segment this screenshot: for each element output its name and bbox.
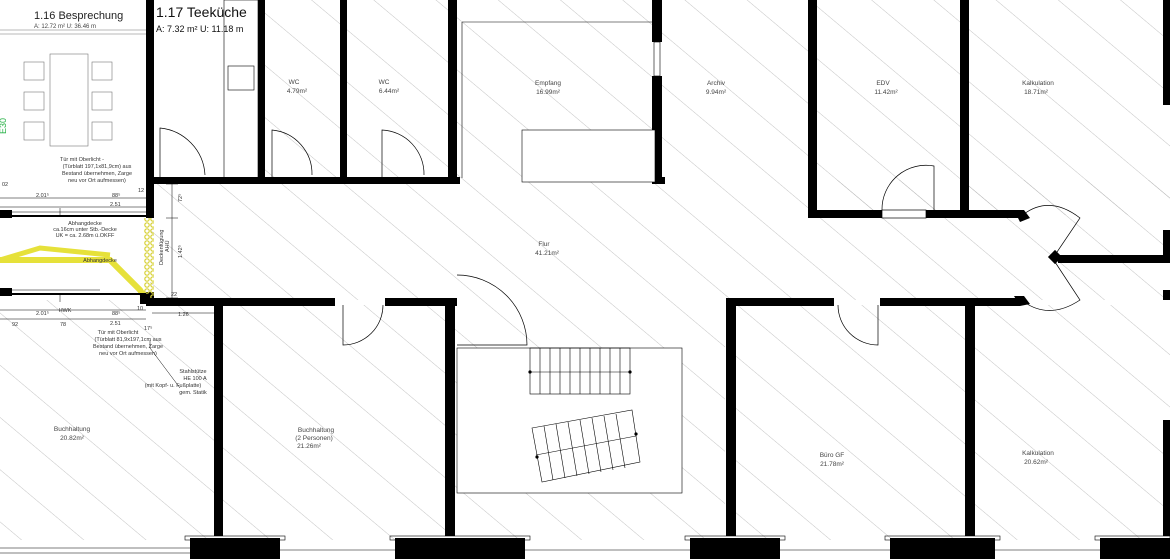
door-bottom-note-1: Tür mit Oberlicht <box>98 330 139 336</box>
dim-10: 10 <box>137 306 143 312</box>
room-flur-area: 41.21m² <box>535 250 560 257</box>
room-wc2-area: 6.44m² <box>379 88 400 95</box>
dim-17: 17⁵ <box>144 325 152 332</box>
dim-88-top: 88⁵ <box>112 192 120 199</box>
room-wc2-name: WC <box>379 79 390 86</box>
room-kalkulation1-name: Kalkulation <box>1022 80 1054 87</box>
room-wc1-name: WC <box>289 79 300 86</box>
dim-02: 02 <box>2 182 8 188</box>
column-note-1: Stahlstütze <box>179 369 206 375</box>
room-flur-name: Flur <box>538 241 550 248</box>
column-note-3: (mit Kopf- u. Fußplatte) <box>145 383 202 389</box>
staircase <box>456 347 683 494</box>
room-archiv-area: 9.94m² <box>706 89 727 96</box>
room-edv-name: EDV <box>876 80 890 87</box>
room-buchhaltung1-area: 20.82m² <box>60 435 85 442</box>
kitchen-fixtures <box>223 0 259 179</box>
room-kalkulation2-area: 20.62m² <box>1024 459 1049 466</box>
room-edv-area: 11.42m² <box>874 89 898 96</box>
window-frames <box>0 535 1170 554</box>
vertical-note-2: AHU <box>165 240 171 252</box>
vertical-note-1: Deckenfügung <box>159 230 165 265</box>
door-top-note-1: Tür mit Oberlicht - <box>60 157 104 163</box>
door-bottom-note-3: Bestand übernehmen, Zarge <box>93 344 163 350</box>
room-kalkulation2-name: Kalkulation <box>1022 450 1054 457</box>
ceiling-note-3: UK = ca. 2.68m ü.OKFF <box>56 233 115 239</box>
dim-126: 1.26 <box>178 312 189 318</box>
door-bottom-note-2: (Türblatt 81,9x197,1cm aus <box>95 337 162 343</box>
room-117-title: 1.17 Teeküche <box>156 4 247 20</box>
hwk-label: HWK <box>59 308 72 314</box>
door-top-note-3: Bestand übernehmen, Zarge <box>62 171 132 177</box>
e30-label: E30 <box>0 118 8 134</box>
room-empfang-name: Empfang <box>535 80 561 87</box>
room-116-title: 1.16 Besprechung <box>34 10 123 22</box>
room-buchhaltung2-area: 21.26m² <box>297 443 322 450</box>
room-buchhaltung2-name: Buchhaltung <box>298 427 335 434</box>
column-note-4: gem. Statik <box>179 390 207 396</box>
dim-251-top: 2.51 <box>110 202 121 208</box>
ceiling-note-1: Abhangdecke <box>68 221 102 227</box>
room-buchhaltung2-persons: (2 Personen) <box>295 435 333 442</box>
reception-counter <box>521 129 656 183</box>
dim-92: 92 <box>12 322 18 328</box>
room-116-area: A: 12.72 m² U: 36.46 m <box>34 24 96 30</box>
dim-201-bottom: 2.01⁵ <box>36 310 49 317</box>
dim-78: 78 <box>60 322 66 328</box>
abhang-label: Abhangdecke <box>83 258 117 264</box>
door-top-note-2: (Türblatt 197,1x81,9cm) aus <box>63 164 132 170</box>
room-buchhaltung1-name: Buchhaltung <box>54 426 91 433</box>
room-117-area: A: 7.32 m² U: 11.18 m <box>156 24 243 34</box>
dim-88-bottom: 88⁵ <box>112 310 120 317</box>
meeting-table <box>0 29 146 147</box>
door-top-note-4: neu vor Ort aufmessen) <box>68 178 126 184</box>
room-kalkulation1-area: 18.71m² <box>1024 89 1049 96</box>
ceiling-note-2: ca.16cm unter Stb.-Decke <box>53 227 117 233</box>
dimension-lines <box>0 183 215 389</box>
room-wc1-area: 4.79m² <box>287 88 308 95</box>
doors <box>159 127 1081 346</box>
dim-251-bottom: 2.51 <box>110 321 121 327</box>
walls <box>146 0 1170 559</box>
room-buero-area: 21.78m² <box>820 461 845 468</box>
dim-201-top: 2.01⁵ <box>36 192 49 199</box>
room-archiv-name: Archiv <box>707 80 726 87</box>
dim-22: 22 <box>171 292 177 298</box>
partition-highlight <box>0 208 154 304</box>
room-buero-name: Büro GF <box>820 452 845 459</box>
dim-72: 72⁵ <box>177 194 184 202</box>
column-note-2: HE 100 A <box>183 376 207 382</box>
room-empfang-area: 16.99m² <box>536 89 561 96</box>
door-bottom-note-4: neu vor Ort aufmessen) <box>99 351 157 357</box>
dim-12: 12 <box>138 188 144 194</box>
dim-142: 1.42⁵ <box>177 245 184 258</box>
